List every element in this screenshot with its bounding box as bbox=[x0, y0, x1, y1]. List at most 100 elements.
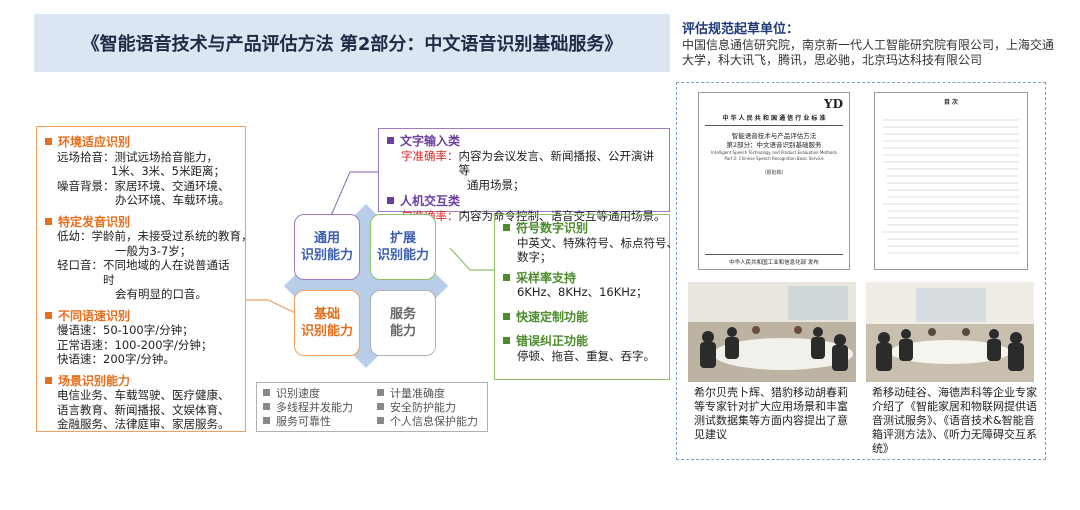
scene-section: 场景识别能力 电信业务、车载驾驶、医疗健康、 语言教育、新闻播报、文娱体育、 金… bbox=[45, 374, 237, 432]
bullet-square-icon bbox=[263, 389, 270, 396]
caption-right: 希移动硅谷、海德声科等企业专家介绍了《智能家居和物联网提供语音测试服务》、《语音… bbox=[872, 386, 1037, 455]
speed-heading: 不同语速识别 bbox=[58, 308, 131, 323]
hci-heading: 人机交互类 bbox=[400, 194, 461, 208]
capability-diagram: 通用识别能力 扩展识别能力 基础识别能力 服务能力 bbox=[283, 203, 449, 369]
cell-label: 服务 bbox=[389, 307, 416, 322]
page-title: 《智能语音技术与产品评估方法 第2部分：中文语音识别基础服务》 bbox=[81, 34, 623, 55]
meeting-photo-left bbox=[688, 282, 856, 382]
yd-logo: YD bbox=[824, 97, 843, 111]
env-heading: 环境适应识别 bbox=[58, 135, 131, 149]
fast-speed: 快语速：200字/分钟。 bbox=[57, 352, 175, 366]
bullet-square-icon bbox=[387, 197, 394, 204]
symbol-heading: 符号数字识别 bbox=[516, 221, 589, 235]
doc-english-title: Intelligent Speech Technology and Produc… bbox=[711, 150, 837, 155]
char-accuracy-text-2: 通用场景； bbox=[467, 177, 525, 192]
service-capability-cell: 服务能力 bbox=[370, 290, 436, 356]
title-banner: 《智能语音技术与产品评估方法 第2部分：中文语音识别基础服务》 bbox=[34, 14, 670, 72]
extended-capability-panel: 符号数字识别 中英文、特殊符号、标点符号、 数字； 采样率支持 6KHz、8KH… bbox=[494, 214, 678, 380]
low-age: 一般为3-7岁； bbox=[115, 243, 192, 258]
service-item: 服务可靠性 bbox=[276, 415, 331, 428]
rate-heading: 采样率支持 bbox=[516, 270, 577, 285]
accent-label: 轻口音： bbox=[57, 258, 103, 272]
char-accuracy-text: 内容为会议发言、新闻播报、公开演讲等 bbox=[458, 148, 655, 178]
bullet-square-icon bbox=[263, 417, 270, 424]
service-item: 安全防护能力 bbox=[390, 401, 456, 414]
toc-heading: 目 次 bbox=[943, 99, 959, 106]
bullet-square-icon bbox=[503, 337, 510, 344]
evidence-frame bbox=[676, 82, 1046, 460]
doc-draft-label: （报批稿） bbox=[761, 170, 787, 176]
far-distances: 1米、3米、5米距离； bbox=[111, 164, 225, 178]
scene-line: 金融服务、法律庭审、家居服务。 bbox=[57, 417, 230, 431]
bullet-square-icon bbox=[45, 138, 52, 145]
char-accuracy-label: 字准确率： bbox=[401, 148, 459, 163]
doc-title: 第2部分：中文语音识别基础服务 bbox=[726, 141, 822, 149]
accent-text-2: 会有明显的口音。 bbox=[115, 287, 207, 301]
basic-recognition-cell: 基础识别能力 bbox=[294, 290, 360, 356]
scene-line: 电信业务、车载驾驶、医疗健康、 bbox=[57, 388, 230, 402]
bullet-square-icon bbox=[377, 403, 384, 410]
low-label: 低幼： bbox=[57, 229, 92, 243]
noise-text: 家居环境、交通环境、 bbox=[114, 178, 230, 193]
scene-line: 语言教育、新闻播报、文娱体育、 bbox=[57, 402, 230, 417]
far-text: 测试远场拾音能力， bbox=[114, 149, 219, 164]
bullet-square-icon bbox=[263, 403, 270, 410]
service-item: 计量准确度 bbox=[390, 387, 445, 400]
accent-text: 不同地域的人在说普通话时 bbox=[103, 258, 230, 287]
custom-heading: 快速定制功能 bbox=[516, 309, 589, 324]
text-input-heading: 文字输入类 bbox=[400, 134, 461, 148]
symbol-text-2: 数字； bbox=[517, 250, 552, 264]
bullet-square-icon bbox=[503, 224, 510, 231]
low-text: 学龄前，未接受过系统的教育， bbox=[91, 229, 253, 243]
doc-header: 中 华 人 民 共 和 国 通 信 行 业 标 准 bbox=[722, 115, 826, 122]
table-of-contents-document: 目 次 bbox=[874, 92, 1028, 270]
bullet-square-icon bbox=[377, 417, 384, 424]
env-section: 环境适应识别 远场拾音：测试远场拾音能力， 1米、3米、5米距离； 噪音背景：家… bbox=[45, 135, 237, 208]
doc-english-title: Part 2: Chinese Speech Recognition Basic… bbox=[724, 156, 824, 161]
general-recognition-cell: 通用识别能力 bbox=[294, 214, 360, 280]
connector-green bbox=[449, 247, 494, 271]
general-capability-panel: 文字输入类 字准确率： 内容为会议发言、新闻播报、公开演讲等 通用场景； 人机交… bbox=[378, 128, 670, 223]
voice-section: 特定发音识别 低幼：学龄前，未接受过系统的教育， 一般为3-7岁； 轻口音：不同… bbox=[45, 214, 253, 302]
cell-label: 基础 bbox=[313, 307, 340, 322]
toc-lines bbox=[883, 119, 1019, 254]
cell-label: 扩展 bbox=[389, 231, 416, 246]
caption-left: 希尔贝壳卜辉、猎豹移动胡春莉等专家针对扩大应用场景和丰富测试数据集等方面内容提出… bbox=[694, 386, 848, 441]
bullet-square-icon bbox=[45, 217, 52, 225]
slow-speed: 慢语速：50-100字/分钟； bbox=[57, 323, 194, 337]
meeting-photo-right bbox=[866, 282, 1034, 382]
meeting-photo-left-image bbox=[688, 282, 856, 382]
extended-recognition-cell: 扩展识别能力 bbox=[370, 214, 436, 280]
symbol-text: 中英文、特殊符号、标点符号、 bbox=[517, 235, 678, 250]
service-item: 个人信息保护能力 bbox=[390, 415, 478, 428]
normal-speed: 正常语速：100-200字/分钟； bbox=[57, 337, 213, 352]
sentence-accuracy-text: 内容为命令控制、语音交互等通用场景。 bbox=[458, 208, 666, 223]
drafting-units-list: 中国信息通信研究院，南京新一代人工智能研究院有限公司，上海交通大学，科大讯飞，腾… bbox=[682, 38, 1055, 67]
doc-footer: 中华人民共和国工业和信息化部 发布 bbox=[729, 260, 819, 266]
standard-cover-document: YD 中 华 人 民 共 和 国 通 信 行 业 标 准 智能语音技术与产品评估… bbox=[698, 92, 850, 270]
service-capability-panel: 识别速度 多线程并发能力 服务可靠性 计量准确度 安全防护能力 个人信息保护能力 bbox=[256, 382, 488, 432]
cell-label: 识别能力 bbox=[376, 248, 429, 263]
rate-text: 6KHz、8KHz、16KHz； bbox=[517, 285, 648, 299]
cell-label: 通用 bbox=[313, 231, 340, 246]
cell-label: 识别能力 bbox=[300, 248, 353, 263]
voice-heading: 特定发音识别 bbox=[58, 214, 131, 229]
bullet-square-icon bbox=[45, 376, 52, 384]
service-item: 多线程并发能力 bbox=[276, 401, 353, 414]
doc-title: 智能语音技术与产品评估方法 bbox=[731, 132, 817, 140]
service-item: 识别速度 bbox=[276, 387, 320, 400]
error-heading: 错误纠正功能 bbox=[516, 334, 589, 348]
left-capability-panel: 环境适应识别 远场拾音：测试远场拾音能力， 1米、3米、5米距离； 噪音背景：家… bbox=[36, 126, 253, 432]
bullet-square-icon bbox=[377, 389, 384, 396]
far-label: 远场拾音： bbox=[57, 149, 115, 164]
noise-label: 噪音背景： bbox=[57, 178, 115, 193]
scene-heading: 场景识别能力 bbox=[58, 373, 131, 388]
bullet-square-icon bbox=[45, 311, 52, 319]
drafting-units-heading: 评估规范起草单位： bbox=[682, 22, 800, 37]
error-text: 停顿、拖音、重复、吞字。 bbox=[517, 348, 655, 363]
bullet-square-icon bbox=[503, 273, 510, 281]
cell-label: 能力 bbox=[389, 324, 416, 339]
cell-label: 识别能力 bbox=[300, 324, 353, 339]
noise-text-2: 办公环境、车载环境。 bbox=[115, 193, 230, 207]
meeting-photo-right-image bbox=[866, 282, 1034, 382]
